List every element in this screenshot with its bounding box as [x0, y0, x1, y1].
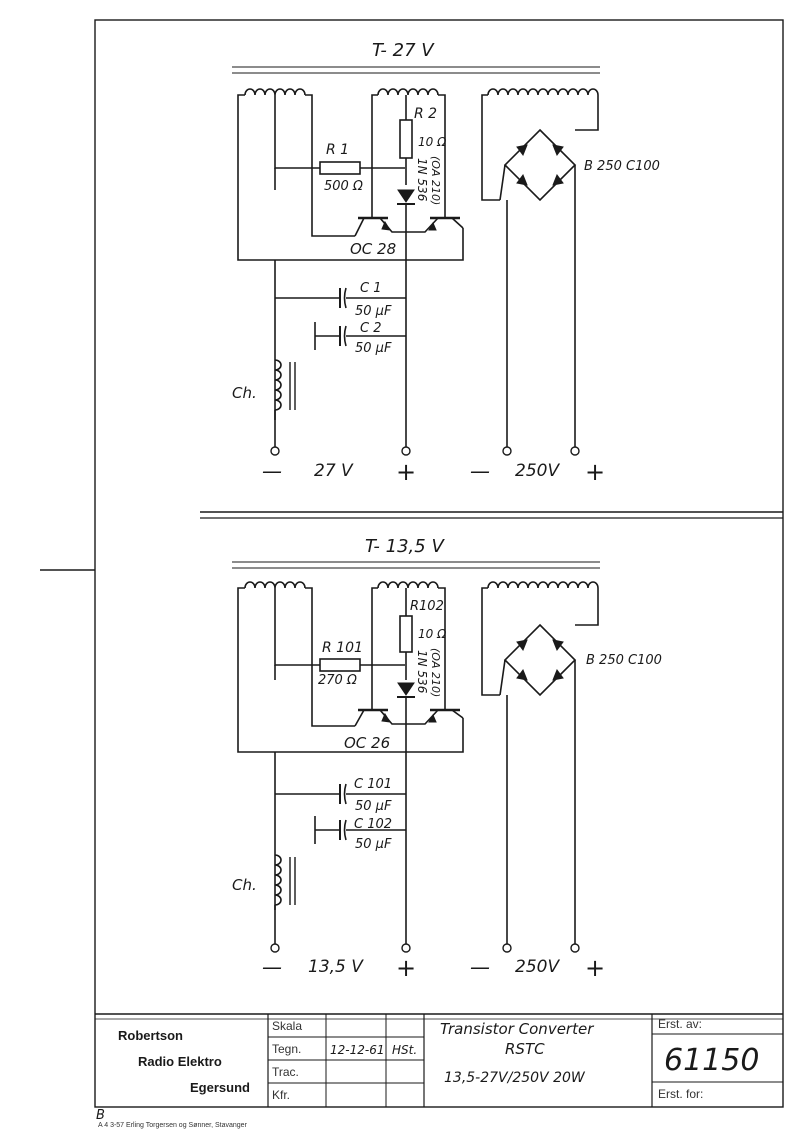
- drawing-border: [94, 19, 784, 1108]
- bridge-rectifier: [503, 623, 577, 697]
- tegn-label: Tegn.: [272, 1042, 301, 1056]
- capacitor-c1: [275, 287, 406, 309]
- capacitor-c102: [314, 816, 406, 844]
- r1-resistor: [319, 161, 361, 175]
- r2-label: R102: [410, 599, 444, 614]
- c101-value: 50 μF: [355, 799, 392, 814]
- c102-value: 50 μF: [355, 837, 392, 852]
- secondary-winding: [487, 581, 599, 589]
- kfr-label: Kfr.: [272, 1088, 290, 1102]
- transistor-label: OC 28: [350, 240, 396, 258]
- r1-value: 500 Ω: [324, 179, 363, 194]
- erst-for-label: Erst. for:: [658, 1087, 703, 1101]
- output-voltage-label: 27 V: [314, 461, 354, 481]
- transistor-right: [406, 212, 464, 233]
- c102-label: C 102: [354, 817, 392, 832]
- primary-winding-left: [244, 88, 306, 96]
- printer-line: A 4 3-57 Erling Torgersen og Sønner, Sta…: [98, 1122, 248, 1129]
- drawing-title: Transistor Converter: [440, 1020, 594, 1038]
- bridge-rectifier: [503, 128, 577, 202]
- rectifier-label: B 250 C100: [586, 653, 662, 668]
- choke-label: Ch.: [232, 876, 257, 894]
- r2-value: 10 Ω: [418, 627, 447, 641]
- rectifier-label: B 250 C100: [584, 159, 660, 174]
- company-city: Egersund: [190, 1080, 250, 1095]
- r2-value: 10 Ω: [418, 135, 447, 149]
- skala-label: Skala: [272, 1019, 302, 1033]
- terminal-hv-minus: [502, 446, 512, 456]
- choke-inductor: [274, 359, 296, 411]
- hv-voltage-label: 250V: [515, 957, 560, 977]
- diode-label: 1N 536: [415, 650, 429, 694]
- trac-label: Trac.: [272, 1065, 299, 1079]
- terminal-hv-plus: [570, 943, 580, 953]
- r1-label: R 1: [326, 142, 349, 158]
- diode-alt-label: (OA 210): [429, 648, 442, 697]
- c1-value: 50 μF: [355, 304, 392, 319]
- transistor-left: [354, 704, 406, 727]
- secondary-winding: [487, 88, 599, 96]
- drawing-spec: 13,5-27V/250V 20W: [444, 1070, 586, 1086]
- choke-label: Ch.: [232, 384, 257, 402]
- erst-av-label: Erst. av:: [658, 1017, 702, 1031]
- capacitor-c101: [275, 783, 406, 805]
- format-letter: B: [96, 1108, 105, 1123]
- terminal-plus: [401, 943, 411, 953]
- r2-label: R 2: [414, 106, 437, 122]
- transistor-left: [354, 212, 406, 237]
- c101-label: C 101: [354, 777, 392, 792]
- output-voltage-label: 13,5 V: [308, 957, 364, 977]
- hv-plus-label: +: [585, 954, 605, 982]
- drawing-model: RSTC: [505, 1040, 545, 1058]
- r1-value: 270 Ω: [318, 673, 357, 688]
- tegn-initials: HSt.: [392, 1043, 417, 1057]
- title-block: Robertson Radio Elektro Egersund Skala T…: [95, 1013, 783, 1107]
- output-plus-label: +: [396, 954, 416, 982]
- output-plus-label: +: [396, 458, 416, 486]
- output-minus-label: —: [262, 459, 282, 483]
- hv-plus-label: +: [585, 458, 605, 486]
- company-name-line2: Radio Elektro: [138, 1054, 222, 1069]
- terminal-plus: [401, 446, 411, 456]
- terminal-hv-plus: [570, 446, 580, 456]
- primary-winding-right: [377, 88, 439, 96]
- primary-winding-left: [244, 581, 306, 589]
- r1-label: R 101: [322, 640, 363, 656]
- circuit-top: T- 27 V: [232, 40, 660, 486]
- terminal-minus: [270, 446, 280, 456]
- capacitor-c2: [314, 322, 406, 350]
- hv-minus-label: —: [470, 459, 490, 483]
- terminal-minus: [270, 943, 280, 953]
- r1-resistor: [319, 658, 361, 672]
- hv-minus-label: —: [470, 955, 490, 979]
- circuit-bottom: T- 13,5 V: [232, 536, 662, 982]
- diode: [397, 682, 415, 698]
- diode-label: 1N 536: [415, 158, 429, 202]
- r2-resistor: [399, 615, 413, 653]
- drawing-number: 61150: [664, 1043, 759, 1078]
- diode: [397, 189, 415, 205]
- transistor-right: [406, 704, 464, 725]
- diode-alt-label: (OA 210): [429, 156, 442, 205]
- c2-value: 50 μF: [355, 341, 392, 356]
- transistor-label: OC 26: [344, 734, 390, 752]
- circuit-title: T- 13,5 V: [365, 536, 445, 557]
- c2-label: C 2: [360, 321, 381, 336]
- circuit-title: T- 27 V: [372, 40, 435, 61]
- tegn-date: 12-12-61: [330, 1043, 384, 1057]
- company-name-line1: Robertson: [118, 1028, 183, 1043]
- r2-resistor: [399, 119, 413, 159]
- hv-voltage-label: 250V: [515, 461, 560, 481]
- c1-label: C 1: [360, 281, 381, 296]
- choke-inductor: [274, 854, 296, 906]
- primary-winding-right: [377, 581, 439, 589]
- output-minus-label: —: [262, 955, 282, 979]
- terminal-hv-minus: [502, 943, 512, 953]
